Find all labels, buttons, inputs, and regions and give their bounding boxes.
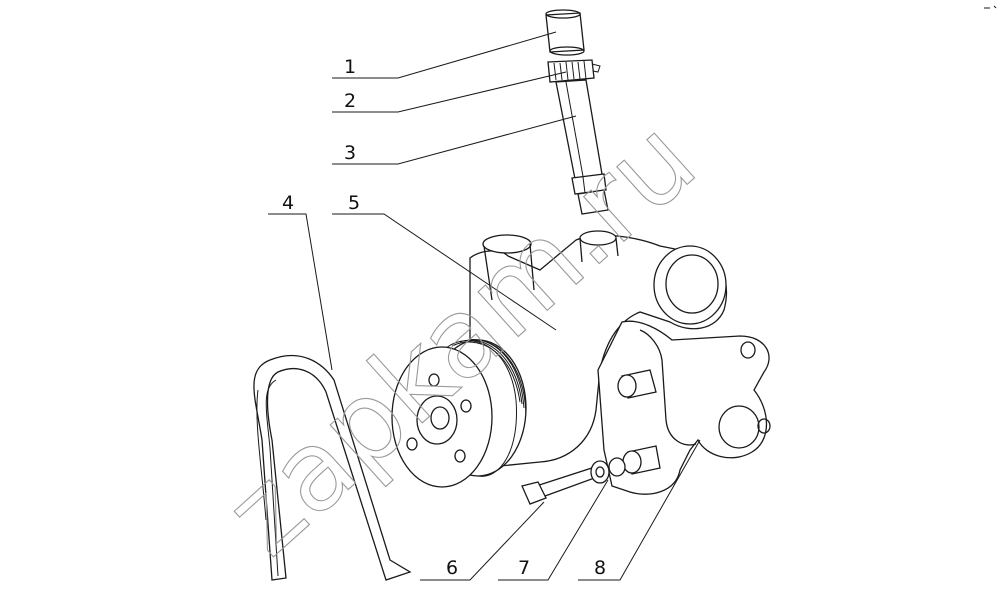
callout-labels: 1 2 3 4 5 6 7 8	[282, 56, 606, 579]
bolt-and-washer	[521, 457, 626, 505]
callout-4: 4	[282, 192, 294, 214]
drive-belt	[253, 354, 412, 581]
callout-7: 7	[518, 557, 530, 579]
pulley	[391, 339, 527, 488]
callout-leaders	[268, 31, 701, 581]
pump-housing	[469, 230, 771, 495]
callout-6: 6	[446, 557, 458, 579]
callout-3: 3	[344, 142, 356, 164]
callout-5: 5	[348, 192, 360, 214]
callout-8: 8	[594, 557, 606, 579]
hose-assembly	[545, 9, 609, 215]
callout-2: 2	[344, 90, 356, 112]
corner-mark	[984, 5, 997, 9]
callout-1: 1	[344, 56, 356, 78]
